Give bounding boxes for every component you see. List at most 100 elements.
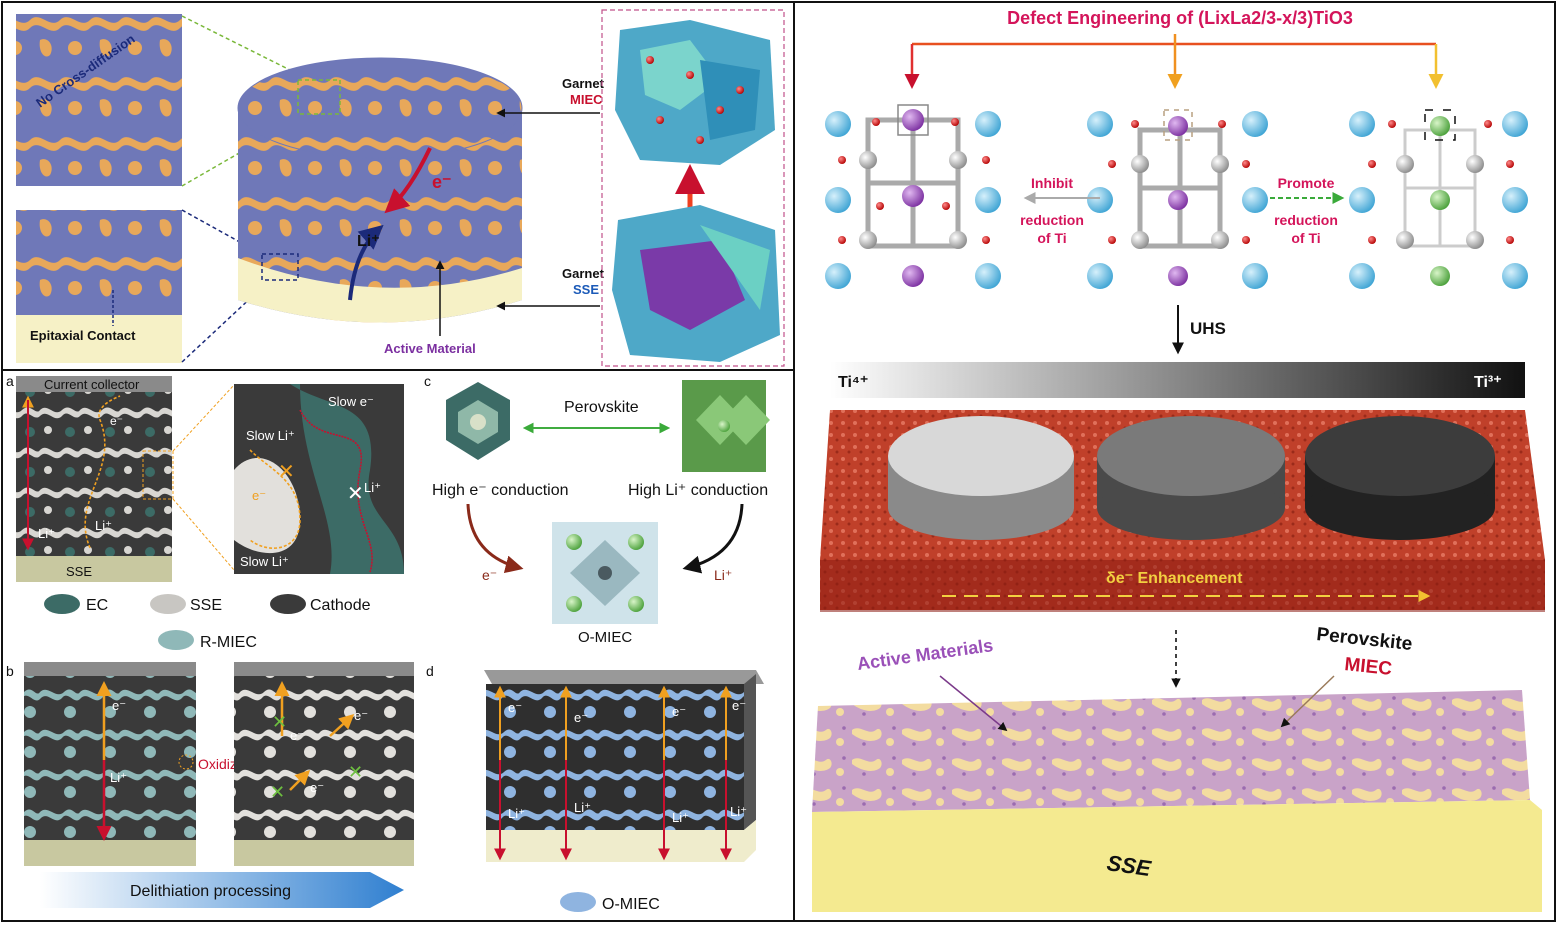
panel-b: b e⁻ Li⁺ Oxidizing e⁻ e⁻ e⁻ ✕ ✕ ✕ Delith… — [6, 662, 414, 908]
panel-d-label: d — [426, 663, 434, 679]
zoom-epitaxial-sse — [16, 315, 182, 363]
panel-a-e-path — [84, 395, 121, 549]
panel-a-zoom-line-1 — [172, 384, 235, 452]
panel-c: c Perovskite High e⁻ conduction High Li⁺… — [424, 373, 770, 646]
zoom-epitaxial — [16, 210, 182, 315]
panel-a-block-x-2: ✕ — [278, 461, 295, 483]
right-title: Defect Engineering of (LixLa2/3-x/3)TiO3 — [1007, 8, 1353, 28]
panel-d-li4: Li⁺ — [730, 804, 747, 819]
lattice-right — [1349, 109, 1528, 289]
high-e-label: High e⁻ conduction — [432, 482, 569, 499]
panel-d-e3: e⁻ — [672, 704, 686, 719]
legend-cathode-label: Cathode — [310, 597, 371, 614]
miec-label-right: MIEC — [1343, 654, 1393, 680]
panel-a-li2: Li⁺ — [95, 518, 112, 533]
active-material-label: Active Material — [384, 341, 476, 356]
inhibit-label: Inhibit — [1031, 175, 1073, 191]
legend-sse-label: SSE — [190, 597, 222, 614]
panel-a-electrode — [16, 392, 172, 562]
panel-a-label: a — [6, 373, 14, 389]
cylinder-sse-layer — [238, 258, 522, 323]
panel-d-e2: e⁻ — [574, 710, 588, 725]
sse-label-1: SSE — [573, 282, 599, 297]
legend-ec-swatch — [44, 594, 80, 614]
legend-ec-label: EC — [86, 597, 108, 614]
top-left-panel: No Cross-diffusion Epitaxial Contact Li⁺… — [16, 9, 785, 367]
delithiation-arrow — [40, 872, 404, 908]
sse-label-right: SSE — [1105, 850, 1153, 881]
legend-sse-swatch — [150, 594, 186, 614]
panel-b-electrode-2 — [234, 676, 414, 844]
panel-c-li: Li⁺ — [714, 567, 732, 583]
omiec-label-c: O-MIEC — [578, 629, 632, 646]
perovskite-arrow — [1280, 675, 1335, 728]
panel-a-sse-bar — [16, 556, 172, 582]
sse-layer — [812, 800, 1542, 912]
panel-d-electrode — [486, 684, 744, 830]
panel-c-e: e⁻ — [482, 567, 497, 583]
electron-label: e⁻ — [432, 172, 452, 192]
ofti-label-1: of Ti — [1037, 230, 1066, 246]
panel-a-zoom — [234, 384, 404, 574]
current-collector-bar — [16, 376, 172, 392]
garnet-structure-box — [601, 9, 785, 367]
active-materials-arrow — [939, 675, 1008, 732]
cylinder-body — [238, 110, 522, 323]
panel-b-e2: e⁻ — [290, 728, 304, 743]
slow-li-label-2: Slow Li⁺ — [240, 554, 289, 569]
cylinder-zoom-box-bottom — [261, 253, 299, 281]
lattice-left — [825, 104, 1001, 289]
panel-d-li2: Li⁺ — [574, 800, 591, 815]
legend-rmiec-swatch — [158, 630, 194, 650]
lattice-middle — [1087, 109, 1268, 289]
perovskite-teal-structure — [446, 382, 510, 460]
panel-a: a Current collector SSE Li⁺ Li⁺ e⁻ Slow … — [6, 373, 404, 651]
garnet-sse-structure — [612, 205, 780, 362]
panel-a-zoom-box — [142, 450, 174, 500]
panel-a-zoom-e: e⁻ — [252, 488, 266, 503]
ti3-label: Ti³⁺ — [1474, 374, 1502, 391]
e-to-omiec-arrow — [466, 503, 524, 574]
high-li-label: High Li⁺ conduction — [628, 482, 768, 499]
perovskite-label: Perovskite — [564, 399, 639, 416]
panel-c-label: c — [424, 373, 431, 389]
panel-b-e-arrow-4 — [289, 769, 311, 791]
pellet-dark — [1305, 416, 1495, 540]
legend-omiec-label: O-MIEC — [602, 896, 660, 913]
panel-b-collector-1 — [24, 662, 196, 676]
garnet-miec-structure — [615, 20, 775, 165]
li-to-omiec-arrow — [682, 503, 744, 574]
zoom-no-cross-diffusion — [16, 14, 182, 186]
legend-rmiec-label: R-MIEC — [200, 634, 257, 651]
panel-b-label: b — [6, 663, 14, 679]
garnet-label-2: Garnet — [562, 266, 605, 281]
panel-b-block-x-1: ✕ — [272, 712, 287, 732]
panel-a-li1: Li⁺ — [38, 526, 55, 541]
panel-b-zoom-circle — [178, 754, 194, 770]
miec-label-1: MIEC — [570, 92, 603, 107]
panel-b-e-arrow-3 — [329, 713, 355, 737]
panel-b-sse-1 — [24, 840, 196, 866]
li-path-arrow — [348, 224, 384, 301]
panel-b-sse-2 — [234, 840, 414, 866]
right-panel: Defect Engineering of (LixLa2/3-x/3)TiO3 — [812, 8, 1545, 912]
ti4-label: Ti⁴⁺ — [838, 374, 868, 391]
slow-e-label: Slow e⁻ — [328, 394, 374, 409]
omiec-structure — [552, 522, 658, 624]
panel-b-block-x-3: ✕ — [270, 782, 285, 802]
current-collector-label: Current collector — [44, 377, 140, 392]
panel-b-block-x-2: ✕ — [348, 762, 363, 782]
slow-li-label-1: Slow Li⁺ — [246, 428, 295, 443]
panel-b-e3: e⁻ — [354, 708, 368, 723]
panel-d-e4: e⁻ — [732, 698, 746, 713]
legend-cathode-swatch — [270, 594, 306, 614]
delithiation-label: Delithiation processing — [130, 883, 291, 900]
panel-b-e1: e⁻ — [112, 698, 126, 713]
panel-d-li1: Li⁺ — [508, 806, 525, 821]
uhs-label: UHS — [1190, 319, 1226, 338]
pellet-light — [888, 416, 1074, 540]
active-materials-label: Active Materials — [856, 635, 995, 674]
pellet-medium — [1097, 416, 1285, 540]
